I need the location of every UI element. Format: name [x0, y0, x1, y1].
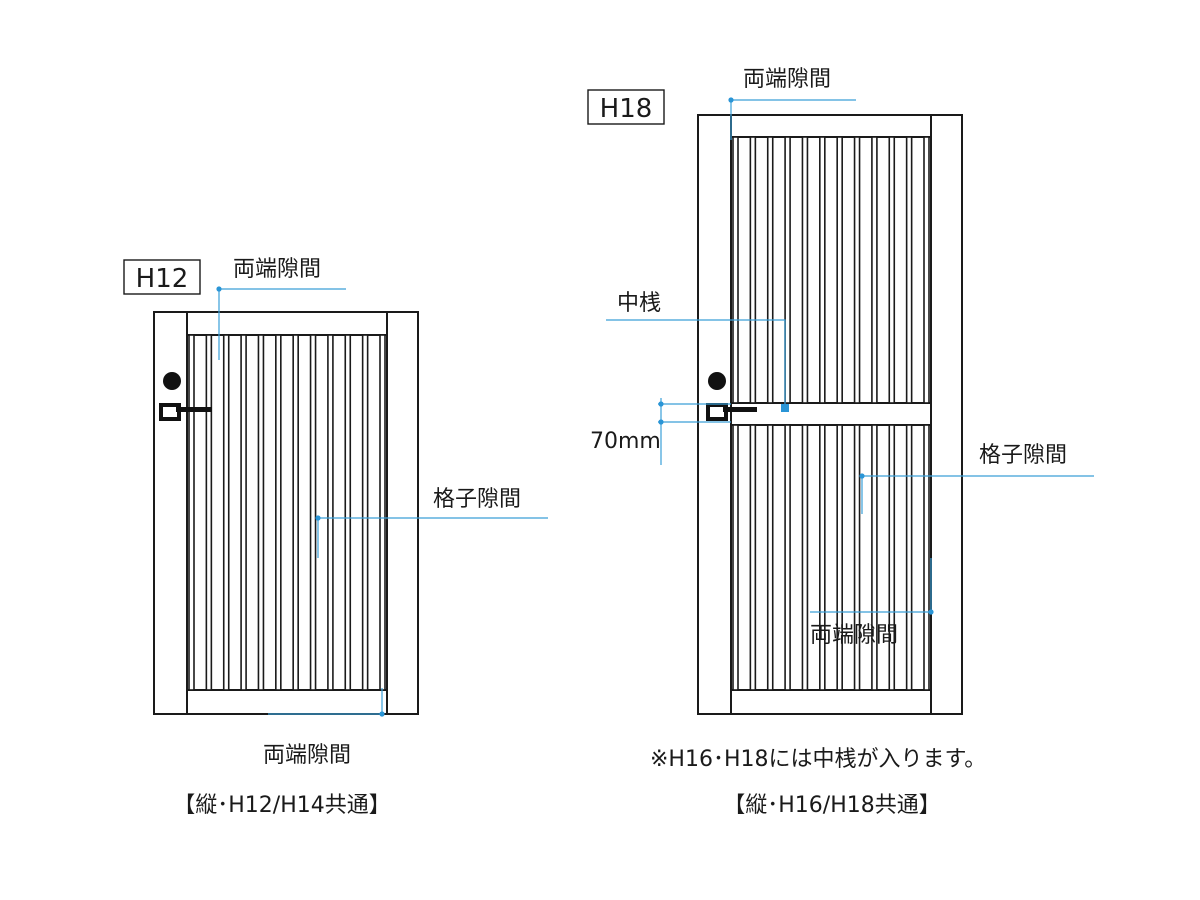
lattice-slat [257, 334, 265, 691]
keyhole-icon [708, 372, 726, 390]
right-post-right [930, 114, 963, 715]
label-gap-bottom-left: 両端隙間 [263, 743, 351, 768]
left-leader-gap-top [216, 286, 346, 360]
lattice-slat [836, 424, 843, 691]
label-gap-top-left: 両端隙間 [233, 257, 321, 282]
lattice-slat [819, 136, 826, 404]
caption-right: 【縦･H16/H18共通】 [723, 793, 941, 818]
lattice-slat [766, 424, 774, 691]
tag-box [587, 89, 665, 125]
lattice-slat [240, 334, 247, 691]
left-leader-gap-bottom [268, 688, 385, 717]
lattice-slat [801, 424, 809, 691]
dimension-70mm [658, 398, 731, 465]
lattice-slat [188, 334, 195, 691]
lattice-slat [923, 136, 930, 404]
lattice-slat [732, 136, 739, 404]
left-post-right [386, 311, 419, 715]
right-gate-tag: H18 [587, 89, 665, 125]
right-bottom-rail [730, 689, 932, 715]
lattice-slat [732, 424, 739, 691]
lattice-slat [361, 334, 369, 691]
lattice-slat [784, 136, 791, 404]
tag-box [123, 259, 201, 295]
left-leader-lattice-gap [315, 515, 548, 558]
lattice-slat [344, 334, 352, 691]
right-leader-mid-rail [606, 319, 789, 412]
keyhole-icon [163, 372, 181, 390]
right-leader-gap-bottom [810, 558, 934, 615]
right-mid-rail [730, 402, 932, 426]
lattice-slat [275, 334, 282, 691]
left-slats [188, 334, 386, 691]
lever-handle-icon [706, 403, 757, 421]
lattice-slat [853, 424, 861, 691]
right-leader-gap-top [728, 97, 856, 140]
lattice-slat [292, 334, 299, 691]
label-gap-top-right: 両端隙間 [743, 67, 831, 92]
lattice-slat [853, 136, 861, 404]
right-gate: H18 両端隙間 中桟 [587, 67, 1094, 818]
lattice-slat [888, 424, 896, 691]
lattice-slat [379, 334, 386, 691]
lattice-slat [923, 424, 930, 691]
right-slats-lower [732, 424, 930, 691]
label-lattice-gap-right: 格子隙間 [979, 443, 1067, 468]
note-mid-rail: ※H16･H18には中桟が入ります。 [650, 747, 986, 772]
lattice-slat [905, 136, 913, 404]
lattice-slat [871, 424, 878, 691]
label-gap-bottom-right: 両端隙間 [810, 623, 898, 648]
lattice-slat [784, 424, 791, 691]
left-gate-tag: H12 [123, 259, 201, 295]
label-mid-rail: 中桟 [617, 291, 661, 316]
left-bottom-rail [186, 689, 388, 715]
right-top-rail [730, 114, 932, 138]
lattice-slat [819, 424, 826, 691]
left-gate: H12 両端隙間 格子隙間 両端隙間 【縦･ [123, 257, 548, 818]
lever-handle-icon [159, 403, 212, 421]
lattice-slat [222, 334, 230, 691]
right-leader-lattice-gap [859, 473, 1094, 514]
tag-h12: H12 [136, 264, 189, 294]
lattice-slat [766, 136, 774, 404]
lattice-slat [749, 424, 757, 691]
lattice-slat [905, 424, 913, 691]
lattice-slat [871, 136, 878, 404]
lattice-slat [327, 334, 334, 691]
caption-left: 【縦･H12/H14共通】 [173, 793, 391, 818]
label-lattice-gap-left: 格子隙間 [433, 487, 521, 512]
lattice-slat [309, 334, 317, 691]
label-dimension: 70mm [590, 429, 661, 454]
lattice-slat [836, 136, 843, 404]
lattice-slat [888, 136, 896, 404]
lattice-slat [205, 334, 213, 691]
lattice-slat [801, 136, 809, 404]
right-slats-upper [732, 136, 930, 404]
tag-h18: H18 [600, 94, 653, 124]
left-top-rail [186, 311, 388, 336]
lattice-slat [749, 136, 757, 404]
